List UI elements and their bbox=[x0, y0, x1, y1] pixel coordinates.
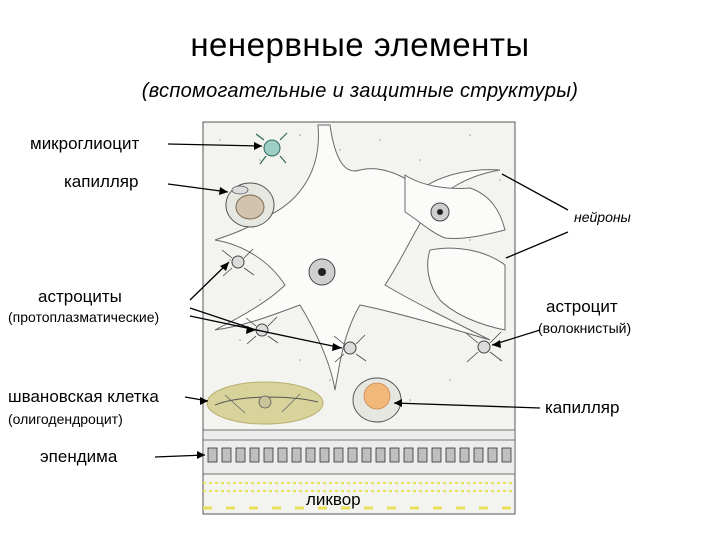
neuron-large-nucleolus bbox=[318, 268, 326, 276]
label-astrocytes: астроциты bbox=[38, 287, 122, 306]
microglia-cell bbox=[255, 132, 288, 165]
page-title: ненервные элементы bbox=[190, 26, 530, 63]
neuron-right bbox=[427, 247, 506, 331]
page-subtitle: (вспомогательные и защитные структуры) bbox=[141, 80, 579, 102]
label-astrocyte-right: астроцит bbox=[546, 297, 618, 316]
label-schwann-sub: (олигодендроцит) bbox=[8, 411, 123, 427]
ependyma-cells bbox=[207, 447, 512, 463]
pointer-arrowheads bbox=[197, 142, 501, 459]
liquor-zone bbox=[203, 482, 515, 510]
label-neurons: нейроны bbox=[574, 209, 631, 225]
capillary-left bbox=[225, 182, 275, 228]
fibrous-astrocyte bbox=[465, 331, 503, 363]
label-capillary-left: капилляр bbox=[64, 172, 139, 191]
pointer-lines bbox=[154, 143, 569, 458]
label-microglia: микроглиоцит bbox=[30, 134, 140, 153]
schwann-cell bbox=[206, 381, 324, 425]
label-capillary-right: капилляр bbox=[545, 398, 620, 417]
capillary-right bbox=[352, 377, 402, 423]
label-schwann: швановская клетка bbox=[8, 387, 159, 406]
label-ependyma: эпендима bbox=[40, 447, 118, 466]
label-astrocytes-sub: (протоплазматические) bbox=[8, 309, 160, 325]
label-astrocyte-right-sub: (волокнистый) bbox=[538, 320, 632, 336]
neuron-upper-right bbox=[404, 174, 506, 239]
label-liquor: ликвор bbox=[306, 490, 361, 509]
protoplasmic-astrocyte bbox=[231, 255, 357, 355]
tissue-texture bbox=[219, 134, 501, 401]
